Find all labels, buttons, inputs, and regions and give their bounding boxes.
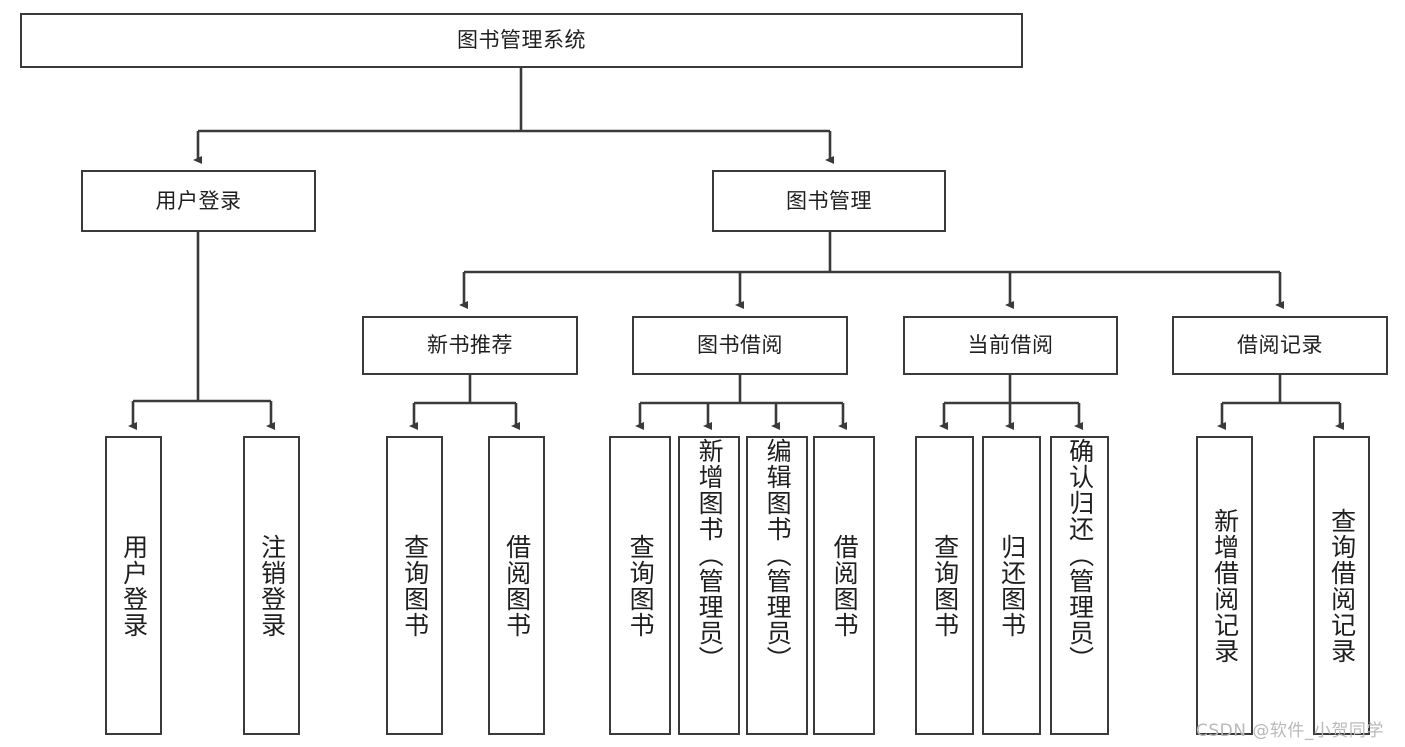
node-label: 注销登录: [257, 533, 287, 638]
node-new-book-recommend[interactable]: 新书推荐: [362, 316, 578, 375]
leaf-borrow-record-query-record[interactable]: 查询借阅记录: [1313, 436, 1370, 735]
node-book-management[interactable]: 图书管理: [712, 170, 946, 232]
leaf-borrow-record-add-record[interactable]: 新增借阅记录: [1196, 436, 1253, 735]
node-label: 查询图书: [626, 533, 656, 638]
leaf-book-borrow-add-book-admin[interactable]: 新增图书（管理员）: [678, 436, 740, 735]
leaf-current-borrow-confirm-return-admin[interactable]: 确认归还（管理员）: [1050, 436, 1109, 735]
leaf-new-book-borrow-book[interactable]: 借阅图书: [488, 436, 545, 735]
node-label: 编辑图书（管理员）: [763, 438, 793, 672]
node-label: 图书管理: [786, 188, 872, 213]
csdn-watermark: CSDN @软件_小贺同学: [1196, 721, 1384, 741]
node-label: 借阅图书: [502, 533, 532, 638]
leaf-book-borrow-borrow-book[interactable]: 借阅图书: [813, 436, 875, 735]
node-label: 确认归还（管理员）: [1065, 438, 1095, 672]
node-label: 借阅记录: [1237, 333, 1323, 358]
node-label: 用户登录: [119, 533, 149, 638]
node-label: 当前借阅: [967, 333, 1054, 358]
node-label: 查询图书: [930, 533, 960, 638]
node-label: 新增图书（管理员）: [695, 438, 725, 672]
leaf-book-borrow-query-book[interactable]: 查询图书: [609, 436, 671, 735]
node-user-login[interactable]: 用户登录: [81, 170, 316, 232]
node-label: 用户登录: [155, 188, 242, 213]
node-label: 新书推荐: [427, 333, 513, 358]
node-label: 借阅图书: [830, 533, 860, 638]
node-label: 新增借阅记录: [1210, 507, 1240, 664]
leaf-user-login-logout[interactable]: 注销登录: [243, 436, 300, 735]
node-label: 图书管理系统: [457, 28, 586, 53]
node-label: 查询借阅记录: [1327, 507, 1357, 664]
leaf-book-borrow-edit-book-admin[interactable]: 编辑图书（管理员）: [746, 436, 808, 735]
node-borrow-record[interactable]: 借阅记录: [1172, 316, 1388, 375]
leaf-new-book-query-book[interactable]: 查询图书: [386, 436, 443, 735]
node-root-book-management-system[interactable]: 图书管理系统: [20, 13, 1023, 68]
leaf-current-borrow-query-book[interactable]: 查询图书: [915, 436, 974, 735]
node-current-borrow[interactable]: 当前借阅: [903, 316, 1118, 375]
leaf-user-login-login[interactable]: 用户登录: [105, 436, 162, 735]
leaf-current-borrow-return-book[interactable]: 归还图书: [982, 436, 1041, 735]
node-label: 图书借阅: [697, 333, 783, 358]
node-label: 归还图书: [997, 533, 1027, 638]
node-book-borrow[interactable]: 图书借阅: [632, 316, 848, 375]
node-label: 查询图书: [400, 533, 430, 638]
